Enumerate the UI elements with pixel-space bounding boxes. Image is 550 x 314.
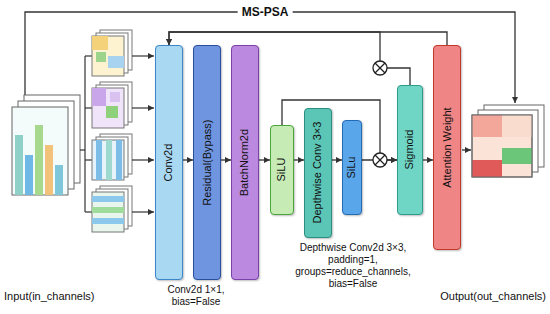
map-arrows	[132, 55, 154, 56]
feature-map	[92, 186, 132, 232]
activation-block: SiLu	[342, 120, 362, 215]
feature-map	[108, 56, 124, 68]
block-label: Residual(Bypass)	[200, 119, 213, 205]
block-label: BatchNorm2d	[238, 129, 251, 196]
sigmoid-block: Sigmoid	[397, 85, 423, 215]
multiply-symbol	[375, 63, 385, 73]
multiply-symbol	[375, 155, 385, 165]
feature-map	[92, 36, 124, 76]
feature-map	[106, 106, 118, 118]
output-arrow	[462, 150, 471, 151]
output-tensor	[472, 115, 532, 177]
input-tensor	[15, 135, 23, 195]
multiply-symbol	[373, 61, 387, 75]
depthwise-conv-block: Depthwise Conv 3×3	[304, 108, 332, 238]
block-label: Attention Weight	[440, 107, 453, 188]
feature-map	[92, 30, 132, 76]
feature-map	[92, 218, 124, 224]
output-tensor	[472, 115, 502, 137]
output-tensor	[472, 160, 502, 177]
attention-block: Attention Weight	[433, 45, 461, 250]
feature-map	[92, 88, 106, 106]
split-lines	[85, 107, 92, 108]
feature-map	[96, 52, 106, 62]
block-label: Depthwise Conv 3×3	[311, 122, 324, 224]
feature-map	[92, 36, 108, 50]
input-tensor	[45, 145, 53, 195]
output-tensor	[502, 148, 532, 164]
io-label: Input(in_channels)	[4, 290, 95, 303]
flow-arrow	[221, 159, 231, 160]
split-lines	[80, 56, 92, 212]
input-tensor	[55, 165, 63, 195]
multiply-symbol	[373, 61, 387, 75]
output-tensor	[502, 115, 532, 137]
multiply-symbol	[375, 63, 385, 73]
block-label: Conv2d	[162, 144, 175, 182]
block-label: SiLU	[275, 158, 288, 182]
output-tensor	[472, 115, 532, 177]
multiply-symbol	[373, 153, 387, 167]
input-tensor	[35, 125, 43, 195]
activation-block: SiLU	[270, 125, 294, 215]
flow-arrow	[423, 159, 433, 160]
split-lines	[85, 159, 92, 160]
feature-map	[92, 140, 124, 180]
feature-map	[106, 140, 112, 180]
feature-map	[116, 140, 122, 180]
flow-arrow	[259, 159, 270, 160]
multiply-symbol	[375, 155, 385, 165]
split-lines	[84, 56, 85, 212]
feature-map	[110, 92, 120, 102]
residual-block: Residual(Bypass)	[193, 45, 221, 280]
split-lines	[85, 211, 92, 212]
feature-map	[92, 82, 132, 128]
feature-map	[92, 88, 124, 128]
block-label: Sigmoid	[403, 130, 416, 170]
flow-arrow	[282, 100, 397, 160]
output-arrow	[462, 149, 471, 150]
flow-arrow	[294, 159, 304, 160]
feature-map	[92, 134, 132, 180]
input-tensor	[12, 107, 68, 195]
parameter-note: Depthwise Conv2d 3×3, padding=1, groups=…	[288, 242, 418, 290]
flow-arrow	[169, 32, 447, 45]
diagram-title: MS-PSA	[238, 5, 293, 19]
split-lines	[80, 149, 85, 150]
parameter-note: Conv2d 1×1, bias=False	[150, 284, 242, 308]
split-lines	[85, 55, 92, 56]
conv-block: Conv2d	[155, 45, 183, 280]
map-arrows	[132, 107, 154, 108]
flow-arrow	[332, 159, 342, 160]
block-label: SiLu	[345, 156, 358, 178]
feature-map	[96, 140, 102, 180]
input-tensor	[25, 155, 33, 195]
feature-map	[92, 207, 124, 213]
map-arrows	[132, 211, 154, 212]
feature-map	[92, 192, 124, 232]
batchnorm-block: BatchNorm2d	[231, 45, 259, 280]
map-arrows	[132, 56, 154, 212]
io-label: Output(out_channels)	[440, 290, 546, 303]
output-tensor	[472, 105, 544, 177]
flow-arrow	[183, 159, 193, 160]
feature-map	[92, 196, 124, 202]
multiply-symbol	[373, 153, 387, 167]
input-tensor	[12, 95, 80, 195]
map-arrows	[132, 159, 154, 160]
